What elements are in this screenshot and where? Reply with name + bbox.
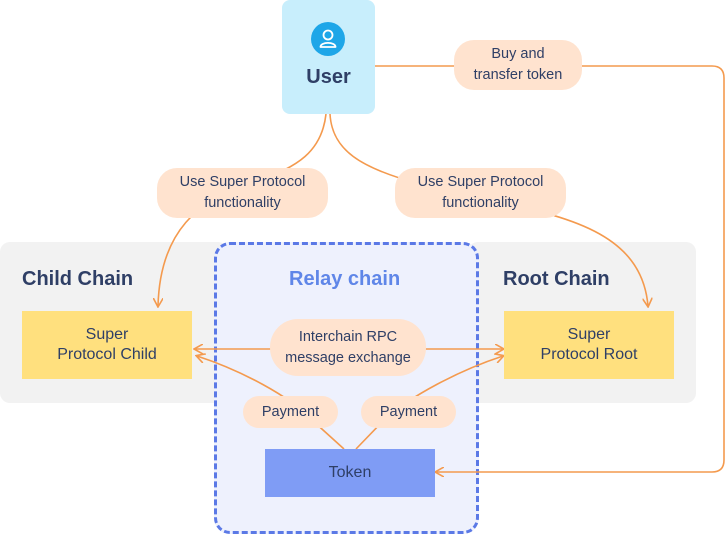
payment-left-label: Payment	[243, 396, 338, 428]
interchain-line-2: message exchange	[285, 349, 411, 366]
child-chain-title: Child Chain	[22, 268, 134, 290]
use-left-line-2: functionality	[204, 195, 281, 211]
token-box: Token	[265, 449, 435, 497]
super-protocol-child-box: Super Protocol Child	[22, 311, 192, 379]
interchain-line-1: Interchain RPC	[298, 328, 398, 345]
buy-transfer-line-2: transfer token	[473, 67, 563, 83]
buy-transfer-line-1: Buy and	[491, 46, 545, 62]
user-label: User	[306, 66, 351, 88]
buy-transfer-label: Buy and transfer token	[454, 40, 582, 90]
relay-chain-title: Relay chain	[289, 268, 401, 290]
user-icon	[311, 22, 345, 56]
super-protocol-root-line-2: Protocol Root	[540, 346, 638, 363]
root-chain-title: Root Chain	[503, 268, 610, 290]
super-protocol-root-line-1: Super	[567, 326, 611, 343]
use-right-line-1: Use Super Protocol	[417, 174, 544, 190]
super-protocol-child-line-1: Super	[85, 326, 129, 343]
interchain-rpc-label: Interchain RPC message exchange	[270, 319, 426, 376]
payment-right-label: Payment	[361, 396, 456, 428]
use-left-line-1: Use Super Protocol	[179, 174, 306, 190]
super-protocol-root-box: Super Protocol Root	[504, 311, 674, 379]
use-functionality-right-label: Use Super Protocol functionality	[395, 168, 566, 218]
buy-transfer-arrow	[375, 65, 725, 472]
user-node: User	[282, 0, 375, 114]
super-protocol-child-line-2: Protocol Child	[57, 346, 157, 363]
use-right-line-2: functionality	[442, 195, 519, 211]
use-functionality-left-label: Use Super Protocol functionality	[157, 168, 328, 218]
